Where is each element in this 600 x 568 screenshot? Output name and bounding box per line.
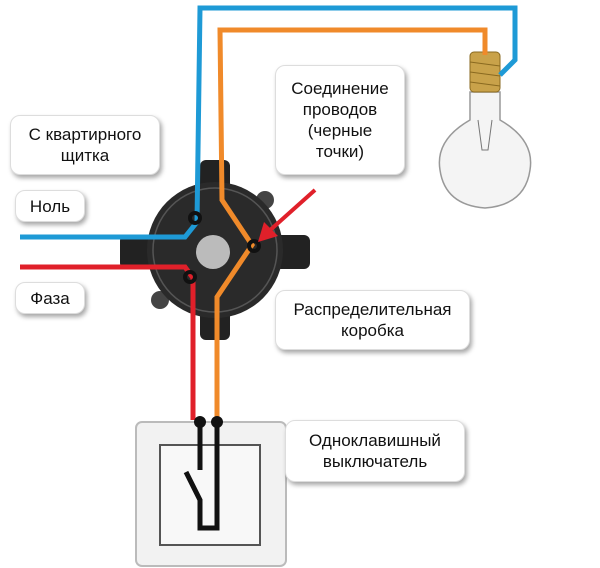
neutral-wire — [20, 5, 518, 240]
label-junction-box: Распределительная коробка — [275, 290, 470, 350]
switch-contact — [183, 422, 220, 531]
switch-plate — [135, 421, 287, 567]
label-phase: Фаза — [15, 282, 85, 314]
label-line: С квартирного — [28, 125, 142, 144]
label-line: (черные — [307, 121, 373, 140]
label-line: Одноклавишный — [309, 431, 441, 450]
label-panel: С квартирного щитка — [10, 115, 160, 175]
label-connection: Соединение проводов (черные точки) — [275, 65, 405, 175]
label-line: точки) — [315, 142, 365, 161]
label-line: Распределительная — [293, 300, 452, 319]
label-line: Фаза — [30, 288, 70, 308]
label-line: Ноль — [29, 196, 71, 216]
switched-wire — [214, 27, 488, 420]
label-line: выключатель — [322, 452, 428, 471]
label-line: проводов — [302, 100, 378, 119]
label-neutral: Ноль — [15, 190, 85, 222]
label-line: Соединение — [291, 79, 389, 98]
connection-dots — [183, 211, 261, 428]
label-line: коробка — [341, 321, 404, 340]
label-line: щитка — [60, 146, 110, 165]
pointer-arrow — [258, 188, 317, 242]
light-bulb — [438, 51, 532, 209]
label-switch: Одноклавишный выключатель — [285, 420, 465, 482]
